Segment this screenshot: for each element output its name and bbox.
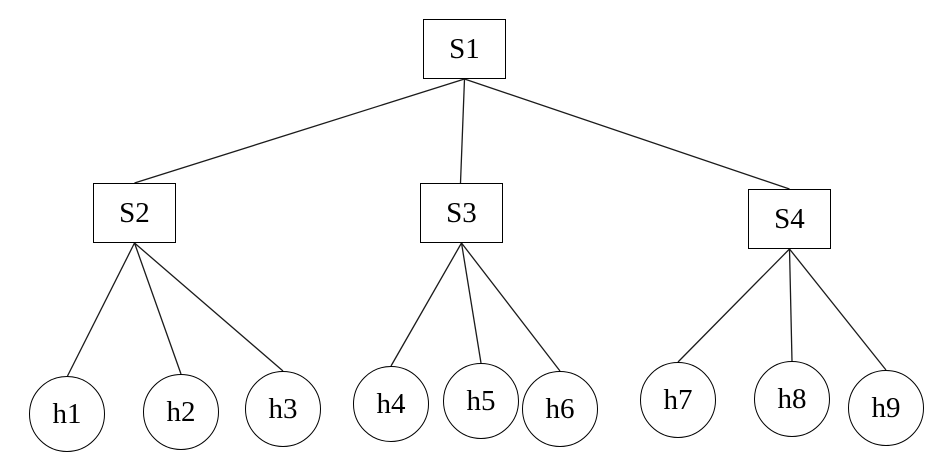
edge-s1-s4 bbox=[464, 78, 790, 190]
node-h2: h2 bbox=[143, 374, 219, 450]
node-s3: S3 bbox=[420, 183, 503, 243]
node-h6: h6 bbox=[522, 371, 598, 447]
edge-s4-h8 bbox=[788, 248, 793, 362]
edge-s4-h9 bbox=[788, 248, 887, 371]
node-h7: h7 bbox=[640, 362, 716, 438]
edge-s4-h7 bbox=[677, 248, 790, 363]
node-s2: S2 bbox=[93, 183, 176, 243]
node-h5: h5 bbox=[443, 363, 519, 439]
edge-s1-s2 bbox=[134, 78, 465, 184]
node-h3: h3 bbox=[245, 371, 321, 447]
edge-s2-h3 bbox=[134, 242, 284, 372]
edge-s1-s3 bbox=[459, 78, 466, 184]
node-h4: h4 bbox=[353, 366, 429, 442]
node-s4: S4 bbox=[748, 189, 831, 249]
node-h9: h9 bbox=[848, 370, 924, 446]
edge-s3-h5 bbox=[460, 242, 482, 364]
edge-s3-h4 bbox=[390, 242, 463, 367]
edge-s2-h2 bbox=[133, 242, 182, 375]
edge-s3-h6 bbox=[460, 242, 561, 372]
edge-s2-h1 bbox=[66, 242, 136, 377]
node-h8: h8 bbox=[754, 361, 830, 437]
node-s1: S1 bbox=[423, 19, 506, 79]
node-h1: h1 bbox=[29, 376, 105, 452]
